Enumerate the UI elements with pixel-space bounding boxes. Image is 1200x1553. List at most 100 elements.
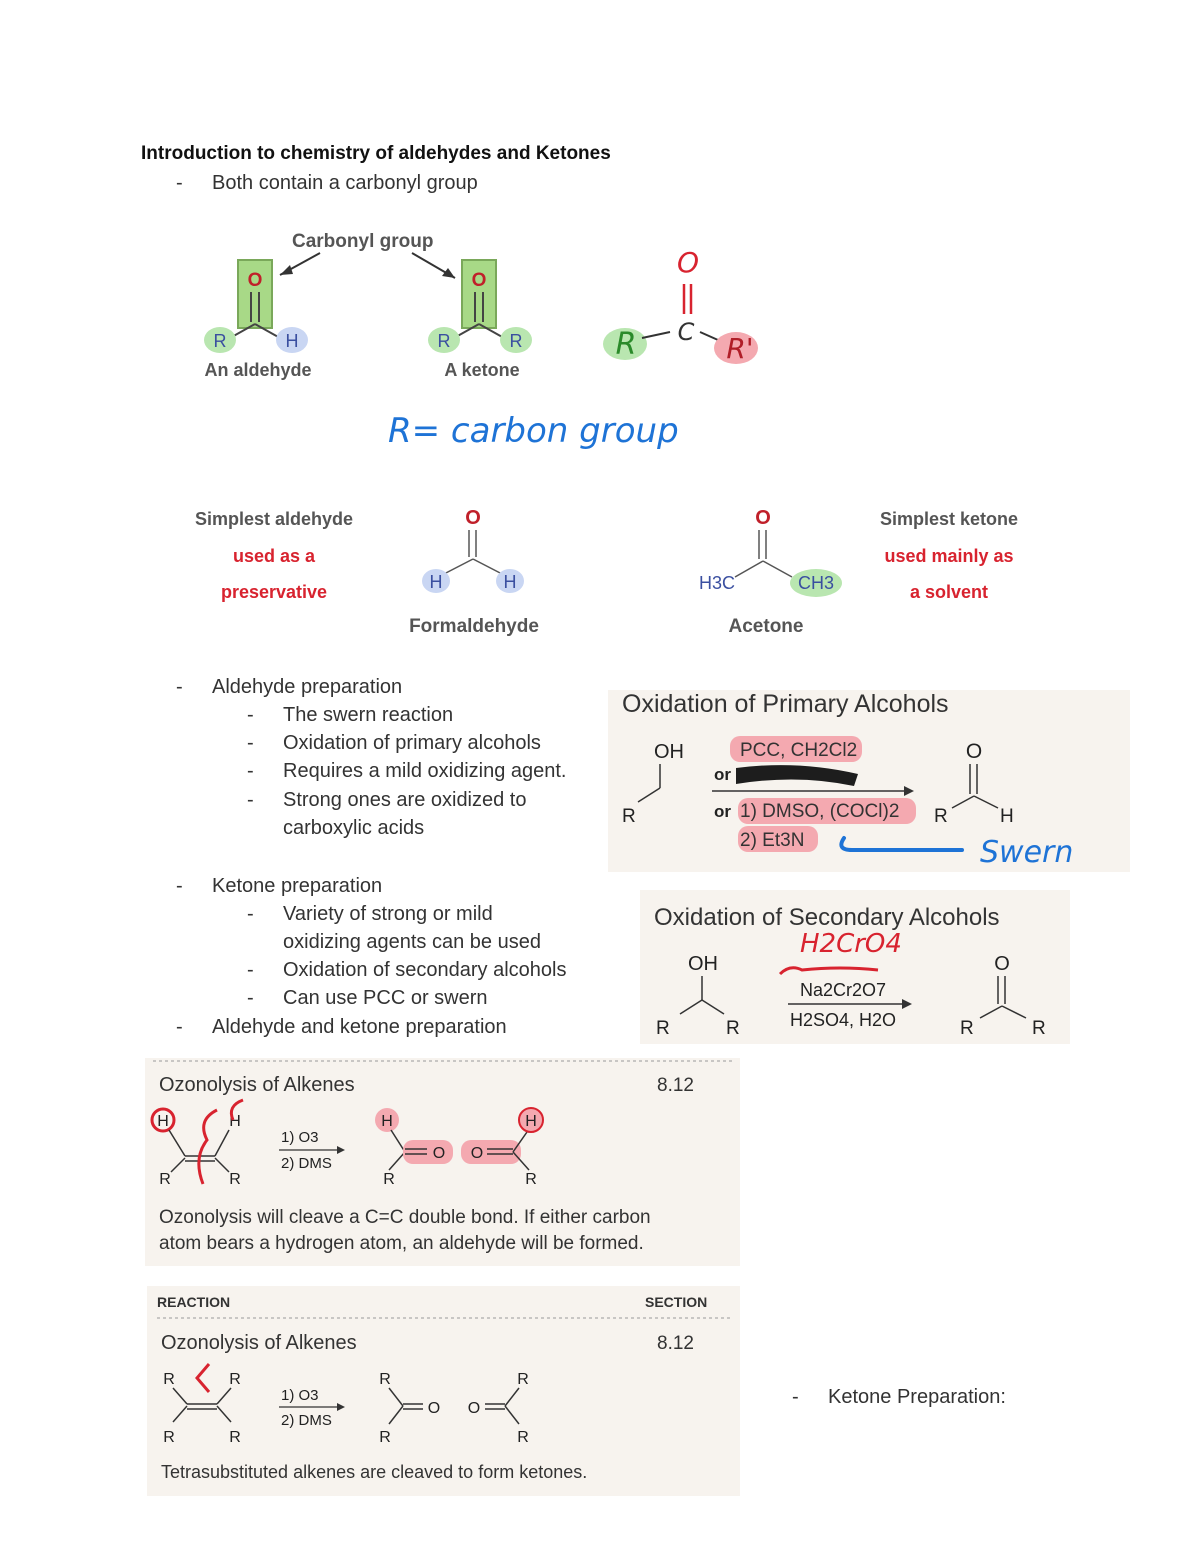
bullet-aldehyde-prep: -Aldehyde preparation (176, 676, 403, 698)
svg-text:a solvent: a solvent (910, 582, 988, 602)
svg-text:O: O (468, 1400, 480, 1417)
formaldehyde-name: Formaldehyde (409, 616, 539, 637)
secondary-alcohol-oxidation-figure: Oxidation of Secondary Alcohols H2CrO4 O… (640, 890, 1070, 1044)
svg-text:H: H (430, 572, 443, 592)
ozonolysis-title: Ozonolysis of Alkenes (159, 1074, 355, 1096)
ketone-oxygen: O (472, 270, 487, 291)
sub-bullet-continuation: carboxylic acids (283, 817, 425, 839)
ozonolysis-caption-2: atom bears a hydrogen atom, an aldehyde … (159, 1233, 644, 1254)
svg-text:O: O (994, 953, 1010, 975)
dmso-reagent: 1) DMSO, (COCl)2 (740, 801, 899, 822)
ch3-label: CH3 (798, 573, 834, 593)
section-number: 8.12 (657, 1075, 694, 1096)
svg-text:O: O (465, 507, 481, 529)
et3n-reagent: 2) Et3N (740, 830, 804, 851)
svg-text:R: R (517, 1371, 529, 1388)
svg-text:H: H (504, 572, 517, 592)
sub-bullet: -Strong ones are oxidized to (247, 789, 527, 811)
carbonyl-figure: Carbonyl group O R H An aldehyde O R R A… (204, 231, 758, 451)
acetone-name: Acetone (729, 616, 804, 637)
svg-text:H: H (229, 1113, 241, 1130)
svg-text:O: O (433, 1145, 445, 1162)
svg-text:R: R (229, 1429, 241, 1446)
svg-text:O: O (755, 507, 771, 529)
simplest-aldehyde-label: Simplest aldehyde (195, 509, 353, 529)
reaction-arrow-icon (337, 1403, 345, 1411)
h3c-label: H3C (699, 573, 735, 593)
svg-text:H: H (286, 331, 299, 351)
svg-text:R: R (960, 1018, 974, 1039)
section-header: SECTION (645, 1294, 707, 1310)
h2so4-reagent: H2SO4, H2O (790, 1010, 896, 1030)
svg-text:O: O (966, 740, 982, 763)
hand-oxygen: O (677, 246, 699, 279)
sub-bullet: -Requires a mild oxidizing agent. (247, 760, 567, 782)
svg-text:R: R (379, 1429, 391, 1446)
svg-text:R: R (622, 806, 636, 827)
svg-text:H: H (157, 1113, 169, 1130)
svg-text:H: H (381, 1113, 393, 1130)
pcc-reagent: PCC, CH2Cl2 (740, 740, 857, 761)
hand-underline (778, 966, 879, 976)
svg-text:R: R (934, 806, 948, 827)
svg-text:R: R (229, 1371, 241, 1388)
bullet-ketone-prep-2: -Ketone Preparation: (792, 1386, 1006, 1408)
reaction-arrow-icon (337, 1146, 345, 1154)
svg-text:OH: OH (654, 741, 684, 763)
svg-text:OH: OH (688, 953, 718, 975)
svg-text:R: R (383, 1171, 395, 1188)
cleavage-mark (195, 1363, 211, 1393)
aldehyde-carbonyl-highlight (237, 259, 273, 329)
svg-text:R: R (510, 331, 523, 351)
svg-text:R: R (214, 331, 227, 351)
hand-r: R (616, 327, 637, 362)
ketone-name: A ketone (444, 360, 519, 380)
bullet-both-prep: -Aldehyde and ketone preparation (176, 1016, 507, 1038)
sub-bullet: -Oxidation of secondary alcohols (247, 959, 567, 981)
aldehyde-oxygen: O (248, 270, 263, 291)
svg-text:used mainly as: used mainly as (884, 546, 1013, 566)
svg-text:1) O3: 1) O3 (281, 1129, 319, 1146)
hand-carbon: C (678, 318, 695, 346)
chromic-acid-note: H2CrO4 (800, 929, 902, 959)
scribble-redaction (736, 765, 858, 786)
sub-bullet: -Can use PCC or swern (247, 987, 488, 1009)
primary-oxidation-title: Oxidation of Primary Alcohols (622, 690, 949, 718)
simplest-ketone-label: Simplest ketone (880, 509, 1018, 529)
reaction-header: REACTION (157, 1294, 230, 1310)
svg-text:R: R (438, 331, 451, 351)
hand-arrow (839, 836, 964, 852)
svg-text:R: R (229, 1171, 241, 1188)
svg-text:used as a: used as a (233, 546, 316, 566)
svg-text:H: H (1000, 806, 1014, 827)
ozonolysis-title: Ozonolysis of Alkenes (161, 1332, 357, 1354)
svg-text:or: or (714, 802, 731, 821)
simplest-carbonyls-figure: Simplest aldehyde used as a preservative… (195, 507, 1018, 637)
page-title: Introduction to chemistry of aldehydes a… (141, 143, 611, 164)
svg-text:2) DMS: 2) DMS (281, 1155, 332, 1172)
primary-alcohol-oxidation-figure: Oxidation of Primary Alcohols OH R PCC, … (608, 690, 1130, 872)
svg-text:or: or (714, 765, 731, 784)
svg-text:1) O3: 1) O3 (281, 1387, 319, 1404)
svg-text:O: O (471, 1145, 483, 1162)
r-definition: R= carbon group (388, 411, 679, 451)
ozonolysis-ketone-figure: REACTION SECTION Ozonolysis of Alkenes 8… (147, 1286, 740, 1496)
arrow-right-icon (442, 268, 455, 278)
svg-text:O: O (428, 1400, 440, 1417)
reaction-arrow-icon (902, 999, 912, 1009)
svg-text:R: R (1032, 1018, 1046, 1039)
na2cr2o7-reagent: Na2Cr2O7 (800, 980, 886, 1000)
svg-text:R: R (525, 1171, 537, 1188)
svg-text:R: R (517, 1429, 529, 1446)
svg-text:R: R (159, 1171, 171, 1188)
sub-bullet: -Variety of strong or mild (247, 903, 493, 925)
arrow-left-icon (280, 265, 293, 275)
sub-bullet: -Oxidation of primary alcohols (247, 732, 541, 754)
secondary-oxidation-title: Oxidation of Secondary Alcohols (654, 904, 1000, 931)
section-number: 8.12 (657, 1333, 694, 1354)
bullet-carbonyl: -Both contain a carbonyl group (176, 172, 478, 194)
svg-text:R: R (163, 1429, 175, 1446)
svg-text:preservative: preservative (221, 582, 327, 602)
ozonolysis-aldehyde-figure: Ozonolysis of Alkenes 8.12 H H R R 1) O3… (145, 1058, 740, 1266)
cleavage-mark (197, 1108, 218, 1185)
